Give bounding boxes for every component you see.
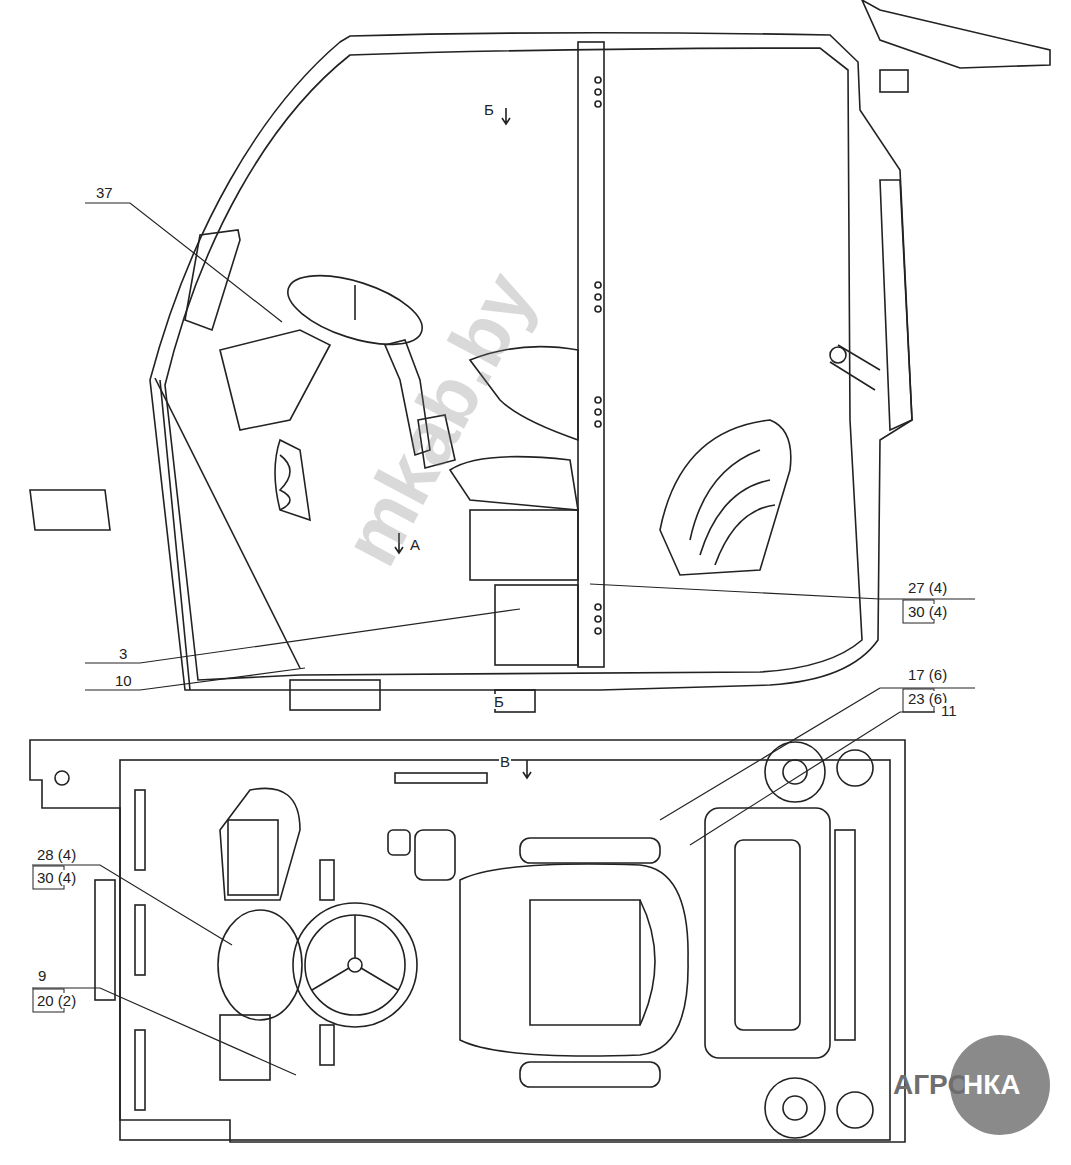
callout-number: 11 (940, 703, 958, 718)
view-letter: Б (493, 694, 505, 709)
logo-circle (950, 1035, 1050, 1135)
view-arrow (502, 108, 510, 124)
callout-number: 37 (95, 185, 114, 200)
callout-number: 30 (4) (36, 870, 77, 885)
callout-number: 27 (4) (907, 580, 948, 595)
leader-lines (32, 203, 975, 1075)
view-letter: А (409, 537, 421, 552)
cab-top-view (30, 740, 905, 1142)
view-arrow (523, 760, 531, 778)
logo-text: АГРО (893, 1071, 969, 1099)
logo-text: НКА (963, 1071, 1021, 1099)
callout-number: 30 (4) (907, 604, 948, 619)
callout-number: 28 (4) (36, 847, 77, 862)
callout-number: 17 (6) (907, 667, 948, 682)
cab-side-view (30, 0, 1050, 712)
view-letter: Б (483, 102, 495, 117)
callout-number: 20 (2) (36, 993, 77, 1008)
callout-number: 3 (118, 646, 128, 661)
callout-number: 10 (114, 673, 133, 688)
view-letter: В (499, 754, 511, 769)
callout-number: 9 (37, 968, 47, 983)
watermark: mkab.by (330, 261, 547, 577)
